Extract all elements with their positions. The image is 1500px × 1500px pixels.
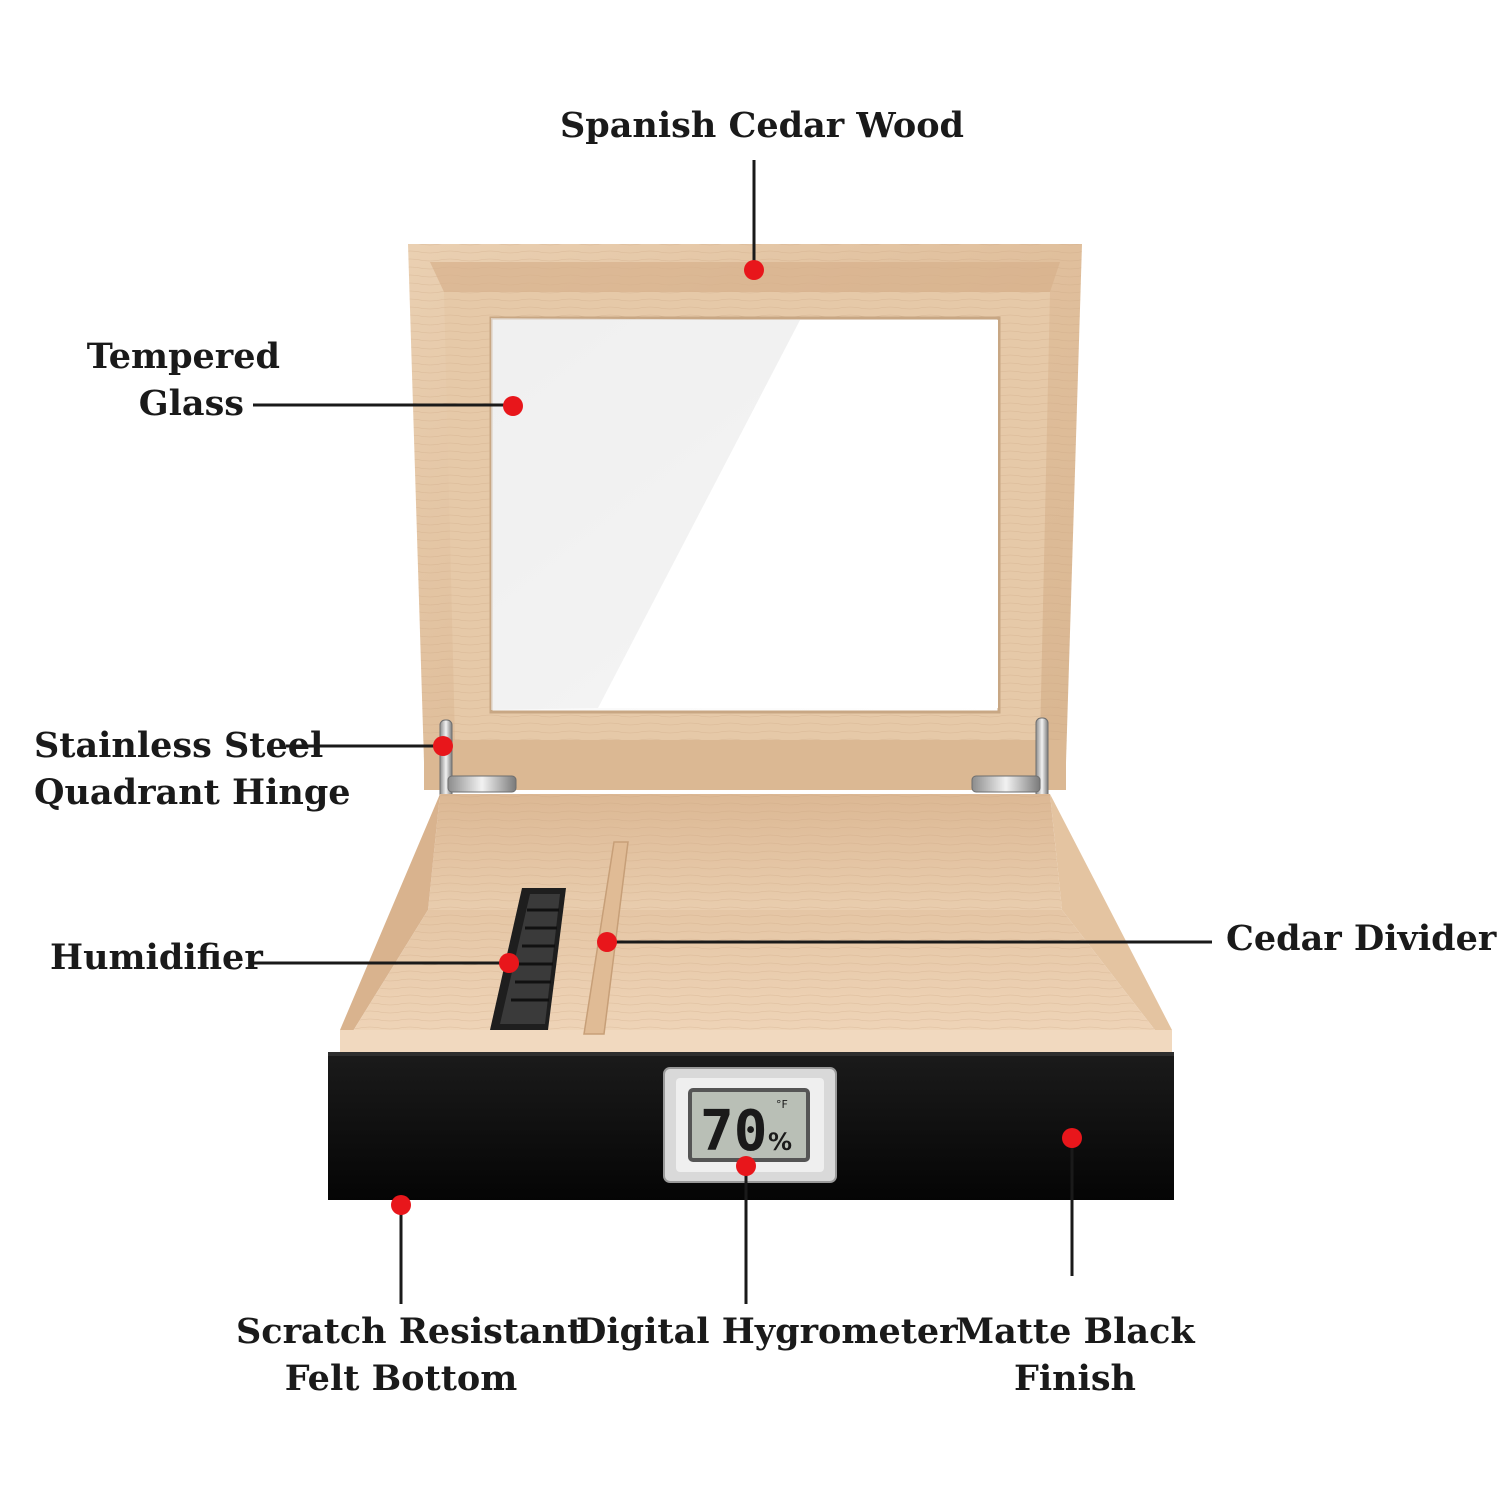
label-hinge-line2: Quadrant Hinge	[34, 772, 351, 813]
label-tempered-glass-line1: Tempered	[86, 336, 280, 377]
label-humidifier: Humidifier	[50, 937, 263, 978]
marker-cedar-divider	[597, 932, 617, 952]
label-digital-hygrometer: Digital Hygrometer	[576, 1311, 958, 1352]
label-matte-black-finish: Matte Black Finish	[950, 1308, 1200, 1402]
label-spanish-cedar-wood: Spanish Cedar Wood	[560, 105, 965, 146]
marker-matte-finish	[1062, 1128, 1082, 1148]
humidifier-unit	[490, 888, 566, 1030]
humidor-body	[328, 794, 1174, 1200]
label-matte-line1: Matte Black	[955, 1311, 1195, 1352]
label-stainless-steel-hinge: Stainless Steel Quadrant Hinge	[34, 722, 351, 816]
leader-lines	[252, 160, 1212, 1304]
marker-hygrometer	[736, 1156, 756, 1176]
marker-tempered-glass	[503, 396, 523, 416]
hygrometer-unit: %	[768, 1128, 792, 1156]
label-hinge-line1: Stainless Steel	[34, 725, 324, 766]
marker-felt-bottom	[391, 1195, 411, 1215]
humidor-lid	[408, 244, 1082, 790]
label-tempered-glass: Tempered Glass	[60, 333, 280, 427]
hygrometer-reading: 70	[700, 1099, 767, 1164]
label-cedar-divider: Cedar Divider	[1226, 918, 1497, 959]
label-felt-bottom-line2: Felt Bottom	[284, 1358, 518, 1399]
hygrometer-temp-mark: °F	[776, 1098, 788, 1111]
markers	[391, 260, 1082, 1215]
marker-humidifier	[499, 953, 519, 973]
marker-hinge	[433, 736, 453, 756]
digital-hygrometer: 70 % °F	[663, 1067, 837, 1183]
label-felt-bottom: Scratch Resistant Felt Bottom	[236, 1308, 584, 1402]
label-felt-bottom-line1: Scratch Resistant	[236, 1311, 584, 1352]
label-tempered-glass-line2: Glass	[138, 383, 244, 424]
right-quadrant-hinge	[971, 717, 1049, 815]
marker-spanish-cedar	[744, 260, 764, 280]
label-matte-line2: Finish	[1013, 1358, 1137, 1399]
